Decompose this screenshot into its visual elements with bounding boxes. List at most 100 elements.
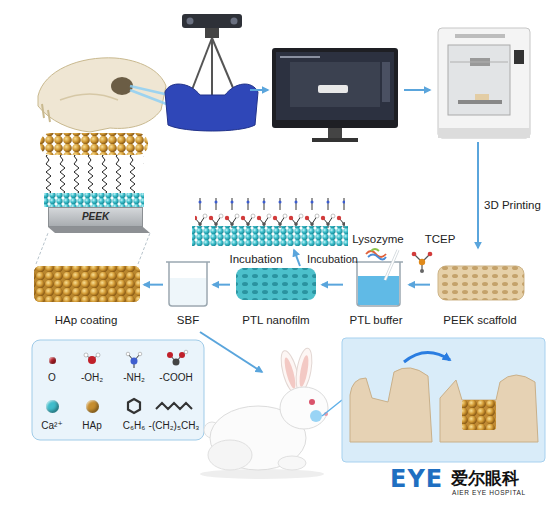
bone-with-defect — [350, 368, 432, 442]
bone-with-implant — [440, 375, 538, 442]
legend-label: -COOH — [159, 372, 192, 384]
legend-oh2-symbol — [84, 353, 100, 364]
legend-cooh-symbol — [167, 350, 188, 365]
sbf-beaker — [166, 261, 210, 263]
material-stage: HAp coating — [30, 250, 142, 327]
legend-label: O — [48, 372, 56, 384]
step-label: 3D Printing — [484, 198, 541, 212]
legend-label: -(CH₂)₅CH₃ — [149, 420, 200, 432]
rabbit — [200, 347, 328, 479]
ptl-buffer-beaker — [354, 261, 403, 263]
3d-printer — [448, 45, 510, 115]
bone-with-implant — [462, 400, 496, 430]
zoom-line — [322, 400, 342, 416]
node-label: PTL buffer — [349, 313, 402, 327]
lysozyme-icon — [368, 255, 386, 260]
rabbit-skull — [38, 58, 166, 132]
legend-oh2-symbol — [88, 356, 96, 364]
legend-label: Ca²⁺ — [41, 420, 62, 432]
hap-molecular-view — [44, 155, 144, 193]
node-label: PTL nanofilm — [242, 313, 309, 327]
sbf-beaker — [169, 262, 207, 306]
legend-swatch — [46, 400, 59, 413]
ptl-buffer-beaker — [358, 276, 399, 305]
logo-text: 爱尔眼科 — [451, 468, 519, 488]
rabbit — [200, 469, 324, 479]
3d-scanner — [182, 14, 242, 28]
legend-label: C₆H₆ — [123, 420, 146, 432]
logo-text: AIER EYE HOSPITAL — [452, 489, 526, 497]
legend-benzene-symbol — [128, 399, 140, 413]
legend-swatch — [86, 400, 99, 413]
hap-molecular-view — [40, 133, 148, 155]
legend-oh2-symbol — [96, 353, 100, 357]
material-stage: SBF — [165, 250, 211, 327]
computer-monitor — [318, 85, 348, 93]
legend-cooh-symbol — [179, 352, 185, 358]
3d-scanner — [187, 18, 194, 25]
ptl-molecular-view — [192, 198, 348, 246]
ptl-nanofilm-block — [236, 268, 316, 300]
legend-oh2-symbol — [84, 353, 88, 357]
rabbit — [310, 410, 322, 422]
rabbit — [293, 347, 314, 393]
hap-molecular-view — [40, 133, 150, 233]
ptl-buffer-beaker — [385, 250, 398, 280]
flow-arrow — [322, 284, 343, 286]
flow-arrow — [213, 284, 230, 286]
tcep-molecule — [412, 252, 433, 273]
computer-monitor — [272, 48, 398, 128]
defect-panel — [342, 338, 545, 462]
ptl-nanofilm-block — [236, 268, 316, 300]
computer-monitor — [272, 48, 398, 142]
computer-monitor — [312, 138, 358, 142]
3d-printer — [450, 62, 508, 63]
computer-monitor — [276, 52, 394, 120]
node-label: PEEK — [82, 211, 109, 223]
material-stage: PEEK scaffold — [432, 250, 528, 327]
legend-nh2-symbol — [138, 352, 142, 356]
bone-with-implant — [440, 375, 538, 442]
hap-coated-scaffold — [34, 266, 140, 302]
ptl-buffer-beaker — [357, 262, 400, 306]
computer-monitor — [382, 62, 390, 102]
rabbit-skull — [42, 104, 50, 122]
tcep-molecule — [420, 269, 424, 273]
bone-with-implant — [462, 400, 496, 430]
3d-printer — [438, 28, 530, 138]
logo-mark: EYE — [390, 466, 443, 492]
flow-arrow — [250, 89, 268, 91]
reagent-label: Lysozyme — [352, 232, 403, 246]
ptl-molecular-view — [195, 198, 345, 228]
legend-label: HAp — [82, 420, 101, 432]
node-label: HAp coating — [55, 313, 118, 327]
3d-printer — [475, 94, 489, 100]
flow-arrow — [477, 142, 479, 248]
legend-swatch — [49, 357, 56, 364]
hap-coated-scaffold — [34, 266, 140, 302]
sbf-beaker — [170, 278, 206, 305]
legend-label: -NH₂ — [123, 372, 145, 384]
rabbit-skull — [60, 94, 118, 100]
3d-scanner — [211, 38, 213, 95]
3d-printer — [438, 128, 530, 138]
rabbit — [280, 387, 328, 429]
repair-arrow — [404, 352, 450, 362]
rabbit-skull — [111, 77, 133, 95]
hap-molecular-view — [44, 193, 144, 207]
3d-scanner — [231, 18, 238, 25]
3d-scanner — [165, 14, 258, 131]
legend-cooh-symbol — [184, 350, 188, 354]
rabbit — [282, 357, 297, 390]
tcep-molecule — [419, 259, 425, 265]
rabbit — [309, 399, 315, 405]
hap-coated-scaffold — [34, 266, 140, 302]
legend-alkyl-symbol — [156, 403, 192, 409]
legend-cooh-symbol — [173, 359, 180, 366]
3d-scanner — [165, 84, 258, 131]
peek-scaffold-block — [438, 266, 524, 300]
3d-scanner — [212, 38, 236, 95]
tcep-molecule — [428, 252, 433, 257]
legend-nh2-symbol — [126, 352, 142, 368]
